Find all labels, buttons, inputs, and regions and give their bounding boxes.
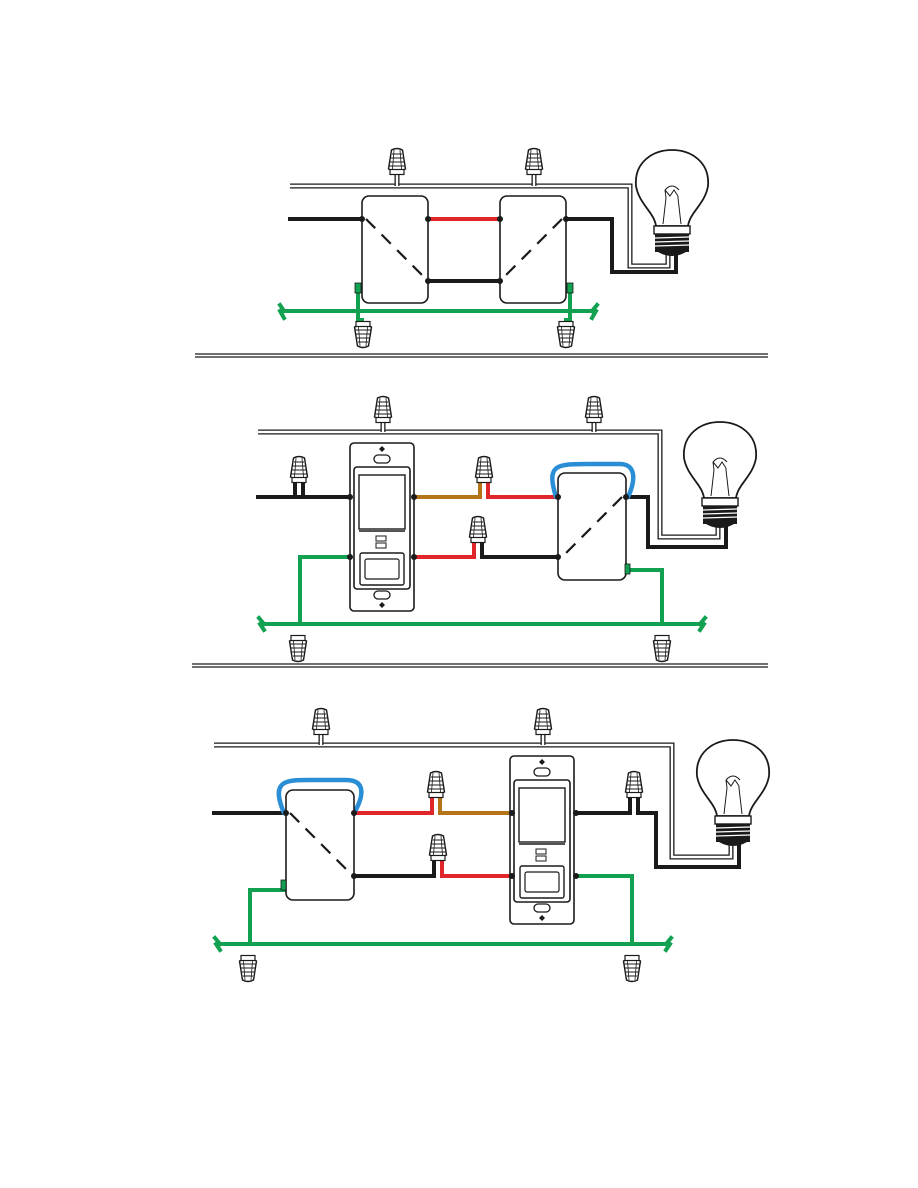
wire-nut-icon <box>430 835 447 861</box>
wire-nut-icon <box>586 397 603 423</box>
dimmer-switch-icon <box>350 443 414 611</box>
wire-nut-icon <box>355 322 372 348</box>
panel-1 <box>280 149 708 348</box>
wire-nut-icon <box>313 709 330 735</box>
wire-nut-icon <box>558 322 575 348</box>
wire-nut-icon <box>526 149 543 175</box>
wire-nut-icon <box>654 636 671 662</box>
wire-nut-icon <box>240 956 257 982</box>
wire-nut-icon <box>428 772 445 798</box>
wire-nut-icon <box>389 149 406 175</box>
wire-nut-icon <box>476 457 493 483</box>
three-way-switch-icon <box>286 790 354 900</box>
light-bulb-icon <box>684 422 756 528</box>
light-bulb-icon <box>697 740 769 846</box>
wire-nut-icon <box>626 772 643 798</box>
wire-nut-icon <box>290 636 307 662</box>
panel-3 <box>214 709 769 982</box>
wire-nut-icon <box>291 457 308 483</box>
three-way-switch-icon <box>362 196 428 303</box>
wire-nut-icon <box>624 956 641 982</box>
wire-nut-icon <box>470 517 487 543</box>
three-way-switch-icon <box>558 473 626 580</box>
wire-nut-icon <box>535 709 552 735</box>
light-bulb-icon <box>636 150 708 256</box>
wire-nut-icon <box>375 397 392 423</box>
three-way-switch-icon <box>500 196 566 303</box>
panel-2 <box>258 397 756 662</box>
dimmer-switch-icon <box>510 756 574 924</box>
